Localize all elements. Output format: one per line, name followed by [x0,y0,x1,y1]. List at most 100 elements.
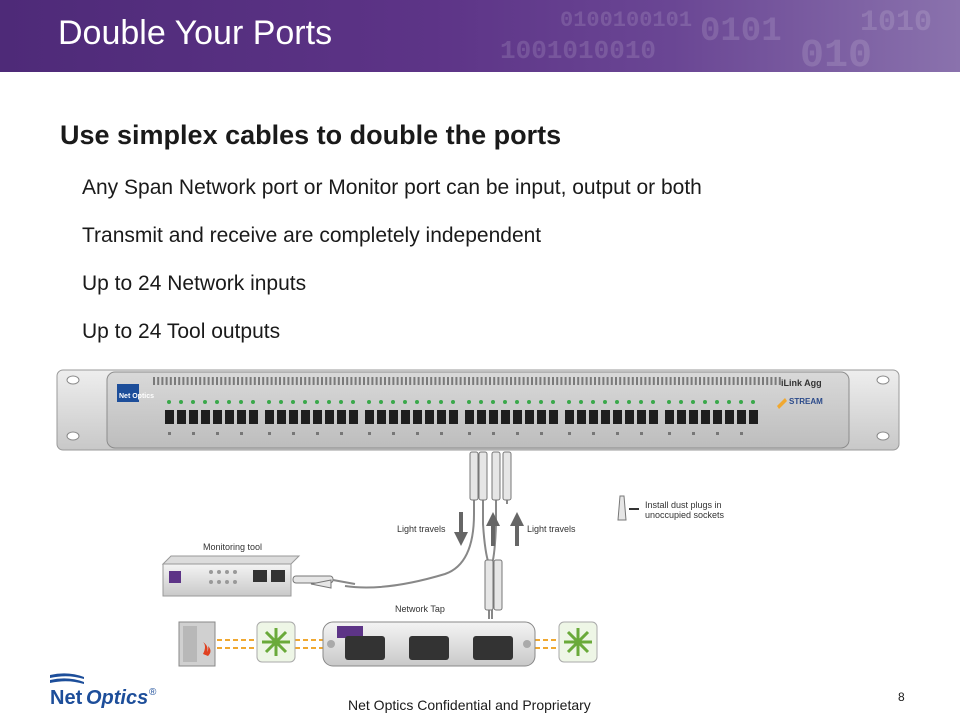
port-led [591,400,595,404]
port-label-mark [540,432,543,435]
sfp-port [189,410,198,424]
port-led [651,400,655,404]
vent-slot [262,377,265,385]
port-label-mark [340,432,343,435]
svg-text:010: 010 [800,34,872,72]
port-label-mark [668,432,671,435]
port-led [227,400,231,404]
vent-slot [182,377,185,385]
sfp-port [537,410,546,424]
port-led [715,400,719,404]
port-led [215,400,219,404]
vent-slot [379,377,382,385]
sfp-port [725,410,734,424]
bullet-item: Any Span Network port or Monitor port ca… [82,176,702,199]
port-label-mark [740,432,743,435]
vent-slot [279,377,281,385]
vent-slot [682,377,685,385]
port-led [691,400,695,404]
port-led [439,400,443,404]
vent-slot [774,377,777,385]
port-label-mark [516,432,519,435]
port-label-mark [316,432,319,435]
vent-slot [636,377,638,385]
vent-slot [354,377,357,385]
sfp-port [477,410,486,424]
vent-slot [673,377,676,385]
vent-slot [220,377,223,385]
vent-slot [169,377,172,385]
vent-slot [715,377,718,385]
vent-slot [606,377,609,385]
sfp-port [489,410,498,424]
port-label-mark [568,432,571,435]
vent-slot [573,377,575,385]
vent-slot [207,377,210,385]
vent-slot [417,377,420,385]
sfp-port [625,410,634,424]
vent-slot [455,377,458,385]
vent-slot [451,377,454,385]
port-label-mark [440,432,443,435]
vent-slot [153,377,155,385]
vent-slot [224,377,227,385]
port-label-mark [168,432,171,435]
port-led [751,400,755,404]
port-led [239,400,243,404]
sfp-port [225,410,234,424]
vent-slot [384,377,386,385]
port-label-mark [292,432,295,435]
vent-slot [375,377,378,385]
vent-slot [543,377,546,385]
port-led [351,400,355,404]
sfp-port [265,410,274,424]
vent-slot [493,377,496,385]
sfp-port [177,410,186,424]
svg-text:®: ® [149,687,157,698]
vent-slot [665,377,668,385]
vent-slot [556,377,559,385]
port-led [667,400,671,404]
vent-slot [409,377,412,385]
sfp-port [465,410,474,424]
vent-slot [669,377,672,385]
vent-slot [186,377,189,385]
vent-slot [652,377,655,385]
svg-text:0101: 0101 [700,13,782,51]
vent-slot [678,377,680,385]
vent-slot [228,377,231,385]
vent-slot [195,377,197,385]
sfp-port [237,410,246,424]
port-led [167,400,171,404]
port-label-mark [216,432,219,435]
port-label-mark [268,432,271,435]
sfp-port [701,410,710,424]
vent-slot [459,377,462,385]
port-led [639,400,643,404]
port-led [427,400,431,404]
vent-slot [741,377,743,385]
port-led [451,400,455,404]
vent-slot [161,377,164,385]
dust-plugs-note-line2: unoccupied sockets [645,510,725,520]
sfp-port [677,410,686,424]
vent-slot [531,377,533,385]
vent-slot [522,377,525,385]
port-led [367,400,371,404]
vent-slot [564,377,567,385]
vent-slot [157,377,160,385]
vent-slot [312,377,315,385]
port-led [703,400,707,404]
vent-slot [476,377,479,385]
stream-logo: STREAM [777,397,823,409]
sfp-port [213,410,222,424]
vent-slot [253,377,256,385]
sfp-port [737,410,746,424]
port-label-mark [240,432,243,435]
sfp-port [649,410,658,424]
vent-slot [627,377,630,385]
vent-slot [484,377,487,385]
vent-slot [581,377,584,385]
port-label-mark [416,432,419,435]
vent-slot [232,377,235,385]
